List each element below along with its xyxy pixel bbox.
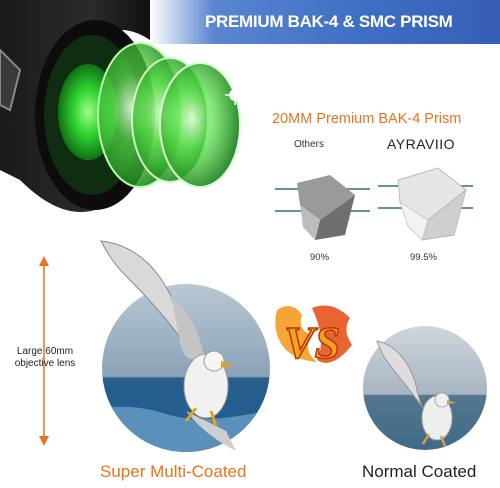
measure-label: Large 60mm objective lens [14, 346, 76, 369]
others-percent: 90% [310, 252, 330, 263]
measure-arrow [39, 256, 49, 446]
brand-label: AYRAVIIO [387, 136, 456, 152]
others-label: Others [294, 139, 325, 150]
normal-coated-caption: Normal Coated [362, 462, 477, 481]
normal-coated-view [363, 326, 487, 450]
brand-percent: 99.5% [410, 252, 437, 263]
banner-title: PREMIUM BAK-4 & SMC PRISM [205, 12, 453, 31]
vs-text: VS [284, 317, 340, 368]
vs-graphic: VS [275, 305, 352, 369]
prism-title: 20MM Premium BAK-4 Prism [272, 111, 462, 127]
others-prism-image [275, 175, 370, 240]
super-coated-view [100, 240, 270, 452]
monocular-illustration [0, 0, 245, 212]
brand-prism-image [378, 167, 473, 241]
super-coated-caption: Super Multi-Coated [100, 462, 247, 481]
header-banner [150, 0, 500, 44]
